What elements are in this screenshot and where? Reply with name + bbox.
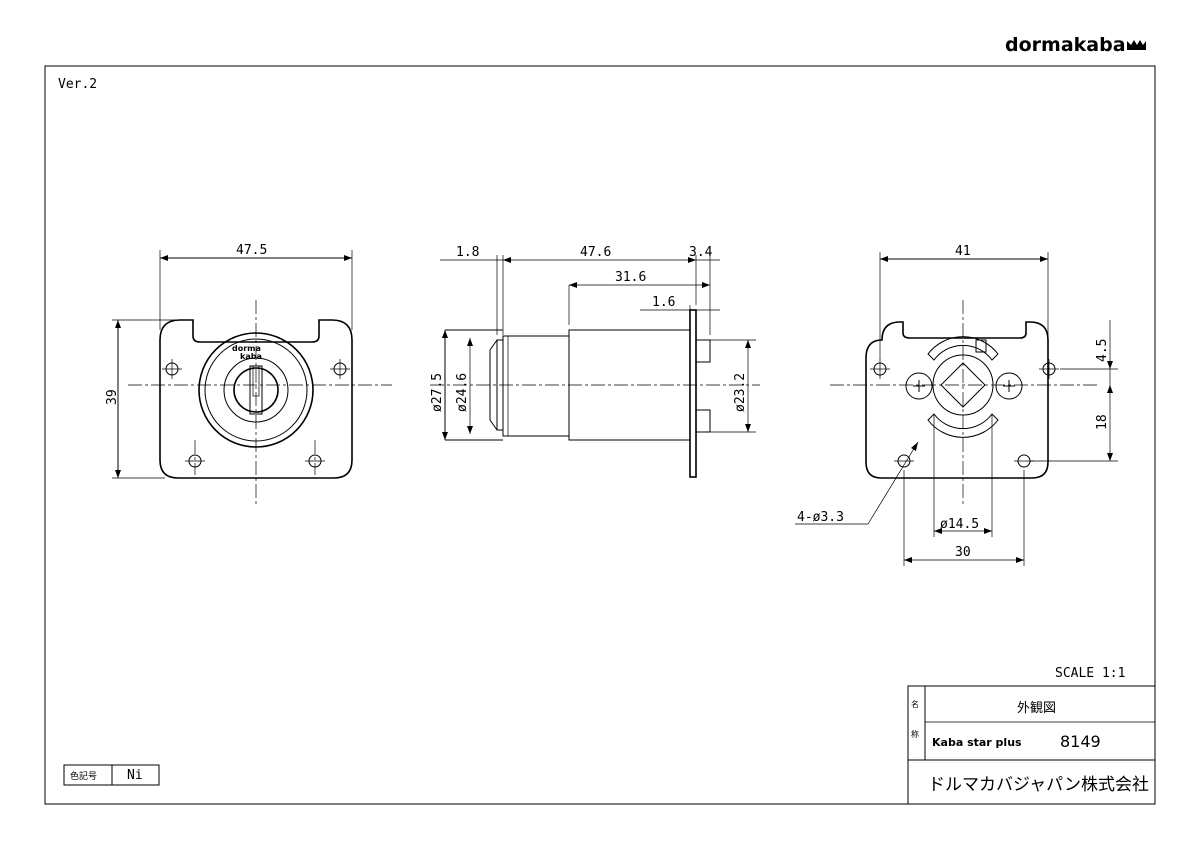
rear-vertical-dim: 18: [1095, 414, 1110, 430]
company-name: ドルマカバジャパン株式会社: [928, 775, 1149, 795]
side-flange-dim: 1.8: [456, 245, 479, 260]
crown-icon: [1127, 40, 1146, 50]
drawing-title: 外観図: [1017, 701, 1056, 716]
side-inner-dia-dim: ø24.6: [455, 373, 470, 412]
scale-label: SCALE 1:1: [1055, 666, 1125, 681]
model-number: 8149: [1060, 732, 1101, 751]
name-label-2: 称: [911, 729, 919, 739]
front-height-dim: 39: [105, 389, 120, 405]
rear-top-dim: 4.5: [1095, 339, 1110, 362]
title-block: [907, 685, 1156, 805]
front-width-dim: 47.5: [236, 243, 267, 258]
side-plate-dim: 1.6: [652, 295, 675, 310]
rear-view: [795, 252, 1118, 566]
brand-logo-text: dormakaba: [1005, 34, 1126, 56]
side-view: [430, 255, 760, 478]
rear-width-dim: 41: [955, 244, 971, 259]
version-label: Ver.2: [58, 77, 97, 92]
side-body-dim: 31.6: [615, 270, 646, 285]
product-name: Kaba star plus: [932, 736, 1022, 749]
emblem-line-2: kaba: [240, 352, 262, 361]
front-view: [112, 250, 392, 505]
side-outer-dia-dim: ø27.5: [430, 373, 445, 412]
color-code-value: Ni: [127, 768, 143, 783]
side-body-dia-dim: ø23.2: [733, 373, 748, 412]
sheet-border: [44, 65, 1156, 805]
rear-hole-span-dim: 30: [955, 545, 971, 560]
side-tail-dim: 3.4: [689, 245, 713, 260]
rear-holes-dim: 4-ø3.3: [797, 510, 844, 525]
rear-center-dia-dim: ø14.5: [940, 517, 979, 532]
name-label-1: 名: [911, 699, 919, 709]
color-code-label: 色記号: [70, 770, 97, 782]
emblem-line-1: dorma: [232, 344, 261, 353]
side-length-dim: 47.6: [580, 245, 611, 260]
